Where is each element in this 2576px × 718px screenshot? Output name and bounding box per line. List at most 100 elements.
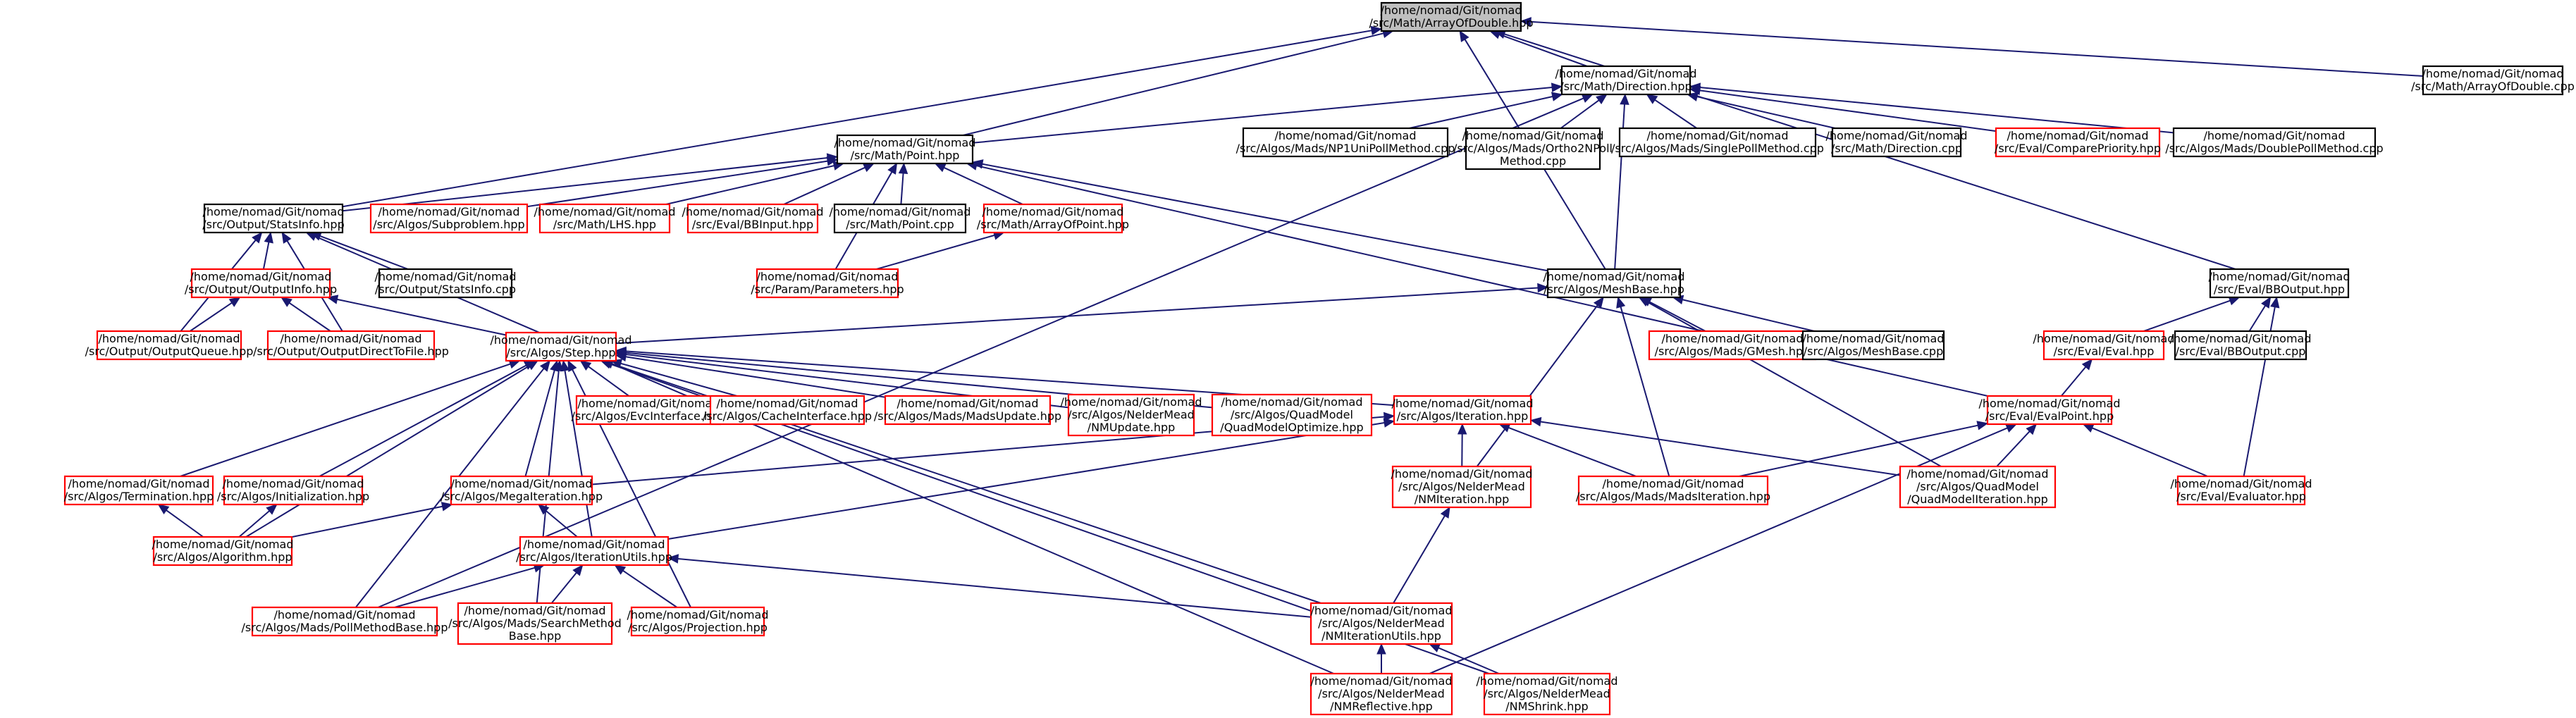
edge-arrowhead — [281, 231, 292, 244]
node-label-line: Method.cpp — [1500, 154, 1566, 168]
node-box — [457, 602, 613, 645]
node-label-line: /src/Algos/Algorithm.hpp — [153, 550, 292, 564]
node-aod-cpp[interactable]: /home/nomad/Git/nomad/src/Math/ArrayOfDo… — [2411, 65, 2575, 96]
edge-arrowhead — [1646, 94, 1658, 104]
node-label-line: /home/nomad/Git/nomad — [378, 205, 520, 218]
node-pollmethodbase[interactable]: /home/nomad/Git/nomad/src/Algos/Mads/Pol… — [242, 606, 448, 637]
node-box — [1391, 465, 1532, 509]
node-nmiteration[interactable]: /home/nomad/Git/nomad/src/Algos/NelderMe… — [1391, 465, 1533, 509]
node-ortho2n[interactable]: /home/nomad/Git/nomad/src/Algos/Mads/Ort… — [1453, 127, 1613, 171]
edge-arrowhead — [826, 156, 839, 166]
node-label-line: /home/nomad/Git/nomad — [627, 608, 769, 621]
node-madsiteration[interactable]: /home/nomad/Git/nomad/src/Algos/Mads/Mad… — [1576, 475, 1770, 506]
node-statsinfo-cpp[interactable]: /home/nomad/Git/nomad/src/Output/StatsIn… — [375, 268, 517, 299]
node-step[interactable]: /home/nomad/Git/nomad/src/Algos/Step.hpp — [491, 331, 632, 362]
node-megaiteration[interactable]: /home/nomad/Git/nomad/src/Algos/MegaIter… — [440, 475, 603, 506]
node-label-line: /src/Algos/Projection.hpp — [628, 621, 768, 634]
node-label-line: /home/nomad/Git/nomad — [375, 270, 517, 283]
edge-iterutils-to-step — [564, 370, 593, 538]
node-direction-hpp[interactable]: /home/nomad/Git/nomad/src/Math/Direction… — [1555, 65, 1697, 96]
node-nmreflective[interactable]: /home/nomad/Git/nomad/src/Algos/NelderMe… — [1309, 672, 1453, 716]
node-evaluator[interactable]: /home/nomad/Git/nomad/src/Eval/Evaluator… — [2171, 475, 2312, 506]
node-point-hpp[interactable]: /home/nomad/Git/nomad/src/Math/Point.hpp — [834, 134, 976, 165]
node-label-line: /home/nomad/Git/nomad — [1662, 332, 1804, 345]
node-aop-hpp[interactable]: /home/nomad/Git/nomad/src/Math/ArrayOfPo… — [977, 203, 1129, 234]
node-bboutput-hpp[interactable]: /home/nomad/Git/nomad/src/Eval/BBOutput.… — [2209, 268, 2350, 299]
node-direction-cpp[interactable]: /home/nomad/Git/nomad/src/Math/Direction… — [1826, 127, 1968, 158]
node-label-line: /src/Eval/Evaluator.hpp — [2176, 490, 2306, 503]
edge-qmiteration-to-meshbase_hpp — [1647, 301, 1942, 467]
edge-parameters-to-aop_hpp — [876, 234, 995, 270]
node-qmopt[interactable]: /home/nomad/Git/nomad/src/Algos/QuadMode… — [1211, 393, 1373, 437]
node-point-cpp[interactable]: /home/nomad/Git/nomad/src/Math/Point.cpp — [830, 203, 971, 234]
node-label-line: /home/nomad/Git/nomad — [152, 538, 294, 551]
node-evcinterface[interactable]: /home/nomad/Git/nomad/src/Algos/EvcInter… — [572, 395, 726, 426]
node-label-line: /src/Output/OutputInfo.hpp — [185, 283, 337, 296]
node-label-line: /src/Algos/MeshBase.cpp — [1804, 345, 1943, 358]
node-label-line: /home/nomad/Git/nomad — [1907, 467, 2049, 481]
node-label-line: /NMReflective.hpp — [1330, 700, 1433, 713]
node-meshbase-hpp[interactable]: /home/nomad/Git/nomad/src/Algos/MeshBase… — [1543, 268, 1685, 299]
node-label-line: /src/Algos/Mads/GMesh.hpp — [1655, 345, 1811, 358]
node-cacheinterface[interactable]: /home/nomad/Git/nomad/src/Algos/CacheInt… — [703, 395, 872, 426]
node-evalpoint[interactable]: /home/nomad/Git/nomad/src/Eval/EvalPoint… — [1979, 395, 2121, 426]
edge-madsiteration-to-evalpoint — [1739, 424, 1978, 477]
node-singlepoll[interactable]: /home/nomad/Git/nomad/src/Algos/Mads/Sin… — [1611, 127, 1824, 158]
node-initialization[interactable]: /home/nomad/Git/nomad/src/Algos/Initiali… — [217, 475, 369, 506]
node-nmshrink[interactable]: /home/nomad/Git/nomad/src/Algos/NelderMe… — [1477, 672, 1618, 716]
node-nmupdate[interactable]: /home/nomad/Git/nomad/src/Algos/NelderMe… — [1061, 393, 1202, 437]
node-parameters[interactable]: /home/nomad/Git/nomad/src/Param/Paramete… — [751, 268, 904, 299]
node-meshbase-cpp[interactable]: /home/nomad/Git/nomad/src/Algos/MeshBase… — [1801, 330, 1945, 361]
node-qmiteration[interactable]: /home/nomad/Git/nomad/src/Algos/QuadMode… — [1899, 465, 2057, 509]
node-algorithm[interactable]: /home/nomad/Git/nomad/src/Algos/Algorith… — [152, 536, 294, 567]
node-box — [1309, 602, 1453, 645]
node-iterutils[interactable]: /home/nomad/Git/nomad/src/Algos/Iteratio… — [516, 536, 672, 567]
node-box — [266, 330, 436, 361]
edge-aod_cpp-to-root — [1530, 20, 2424, 77]
node-searchmethod[interactable]: /home/nomad/Git/nomad/src/Algos/Mads/Sea… — [448, 602, 622, 645]
node-box — [836, 134, 974, 165]
node-label-line: /src/Algos/Termination.hpp — [64, 490, 214, 503]
node-np1uni[interactable]: /home/nomad/Git/nomad/src/Algos/Mads/NP1… — [1236, 127, 1455, 158]
node-box — [1393, 395, 1532, 426]
node-label-line: /src/Algos/Iteration.hpp — [1397, 409, 1529, 423]
node-label-line: /home/nomad/Git/nomad — [982, 205, 1124, 218]
node-label-line: /src/Algos/Mads/Ortho2NPoll — [1453, 142, 1613, 155]
node-doublepoll[interactable]: /home/nomad/Git/nomad/src/Algos/Mads/Dou… — [2165, 127, 2384, 158]
node-bboutput-cpp[interactable]: /home/nomad/Git/nomad/src/Eval/BBOutput.… — [2170, 330, 2312, 361]
node-outputqueue[interactable]: /home/nomad/Git/nomad/src/Output/OutputQ… — [85, 330, 254, 361]
edge-arrowhead — [2004, 423, 2018, 433]
edge-gmesh-to-meshbase_hpp — [1649, 301, 1706, 332]
node-label-line: Base.hpp — [509, 629, 562, 643]
edge-arrowhead — [887, 162, 898, 175]
node-label-line: /home/nomad/Git/nomad — [524, 538, 665, 551]
node-box — [982, 203, 1123, 234]
node-termination[interactable]: /home/nomad/Git/nomad/src/Algos/Terminat… — [64, 475, 214, 506]
node-nmiterutils[interactable]: /home/nomad/Git/nomad/src/Algos/NelderMe… — [1309, 602, 1453, 645]
node-outputdirect[interactable]: /home/nomad/Git/nomad/src/Output/OutputD… — [253, 330, 449, 361]
node-box — [2176, 475, 2306, 506]
node-label-line: /home/nomad/Git/nomad — [1391, 467, 1533, 481]
edge-arrowhead — [898, 162, 908, 174]
node-label-line: /src/Output/OutputDirectToFile.hpp — [253, 345, 449, 358]
nodes-layer: /home/nomad/Git/nomad/src/Math/ArrayOfDo… — [64, 1, 2575, 716]
edge-arrowhead — [560, 359, 570, 372]
node-label-line: /QuadModelOptimize.hpp — [1220, 421, 1363, 434]
node-iteration[interactable]: /home/nomad/Git/nomad/src/Algos/Iteratio… — [1392, 395, 1534, 426]
node-subproblem[interactable]: /home/nomad/Git/nomad/src/Algos/Subprobl… — [369, 203, 529, 234]
node-outputinfo[interactable]: /home/nomad/Git/nomad/src/Output/OutputI… — [185, 268, 337, 299]
node-projection[interactable]: /home/nomad/Git/nomad/src/Algos/Projecti… — [627, 606, 769, 637]
node-statsinfo-hpp[interactable]: /home/nomad/Git/nomad/src/Output/StatsIn… — [202, 203, 345, 234]
node-lhs[interactable]: /home/nomad/Git/nomad/src/Math/LHS.hpp — [534, 203, 676, 234]
node-madsupdate[interactable]: /home/nomad/Git/nomad/src/Algos/Mads/Mad… — [874, 395, 1061, 426]
node-box — [190, 268, 331, 299]
edge-arrowhead — [2081, 359, 2093, 371]
node-label-line: /src/Math/Point.cpp — [846, 218, 954, 231]
node-eval-hpp[interactable]: /home/nomad/Git/nomad/src/Eval/Eval.hpp — [2033, 330, 2175, 361]
node-bbinput[interactable]: /home/nomad/Git/nomad/src/Eval/BBInput.h… — [682, 203, 824, 234]
edge-evaluator-to-evalpoint — [2092, 427, 2208, 477]
node-label-line: /src/Math/Direction.cpp — [1831, 142, 1962, 155]
edge-outputqueue-to-outputinfo — [189, 302, 233, 332]
node-compareprio[interactable]: /home/nomad/Git/nomad/src/Eval/ComparePr… — [1995, 127, 2161, 158]
node-gmesh[interactable]: /home/nomad/Git/nomad/src/Algos/Mads/GMe… — [1648, 330, 1817, 361]
